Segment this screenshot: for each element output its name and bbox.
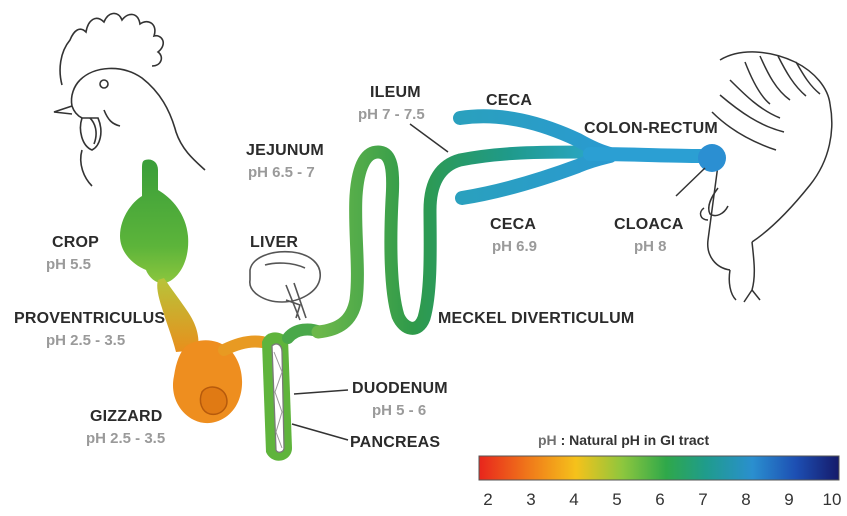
ph-ceca-bottom: pH 6.9 (492, 238, 537, 255)
scale-tick-9: 9 (784, 490, 793, 510)
label-proventriculus: PROVENTRICULUS (14, 310, 165, 328)
label-crop: CROP (52, 234, 99, 252)
scale-tick-4: 4 (569, 490, 578, 510)
ph-cloaca: pH 8 (634, 238, 667, 255)
ph-scale-gradient (479, 456, 839, 480)
rooster-tail-outline (701, 52, 832, 302)
label-meckel-diverticulum: MECKEL DIVERTICULUM (438, 310, 634, 328)
label-ceca-top: CECA (486, 92, 532, 110)
label-jejunum: JEJUNUM (246, 142, 324, 160)
crop-shape (120, 159, 188, 283)
label-colon-rectum: COLON-RECTUM (584, 120, 718, 138)
label-duodenum: DUODENUM (352, 380, 448, 398)
scale-tick-2: 2 (483, 490, 492, 510)
label-cloaca: CLOACA (614, 216, 684, 234)
rooster-head-outline (54, 13, 205, 186)
duodenum-shape (262, 330, 320, 461)
label-ceca-bottom: CECA (490, 216, 536, 234)
scale-tick-7: 7 (698, 490, 707, 510)
ph-gizzard: pH 2.5 - 3.5 (86, 430, 165, 447)
liver-shape (250, 252, 320, 320)
scale-tick-3: 3 (526, 490, 535, 510)
legend-title-prefix: pH (538, 432, 557, 448)
scale-tick-8: 8 (741, 490, 750, 510)
label-pancreas: PANCREAS (350, 434, 440, 452)
ph-crop: pH 5.5 (46, 256, 91, 273)
gizzard-shape (173, 340, 262, 423)
ph-proventriculus: pH 2.5 - 3.5 (46, 332, 125, 349)
label-ileum: ILEUM (370, 84, 421, 102)
legend-title-rest: : Natural pH in GI tract (561, 432, 710, 448)
label-gizzard: GIZZARD (90, 408, 163, 426)
scale-tick-6: 6 (655, 490, 664, 510)
ph-duodenum: pH 5 - 6 (372, 402, 426, 419)
scale-tick-5: 5 (612, 490, 621, 510)
ph-jejunum: pH 6.5 - 7 (248, 164, 315, 181)
legend-title: pH : Natural pH in GI tract (538, 432, 709, 448)
label-liver: LIVER (250, 234, 298, 252)
ph-ileum: pH 7 - 7.5 (358, 106, 425, 123)
scale-tick-10: 10 (823, 490, 842, 510)
